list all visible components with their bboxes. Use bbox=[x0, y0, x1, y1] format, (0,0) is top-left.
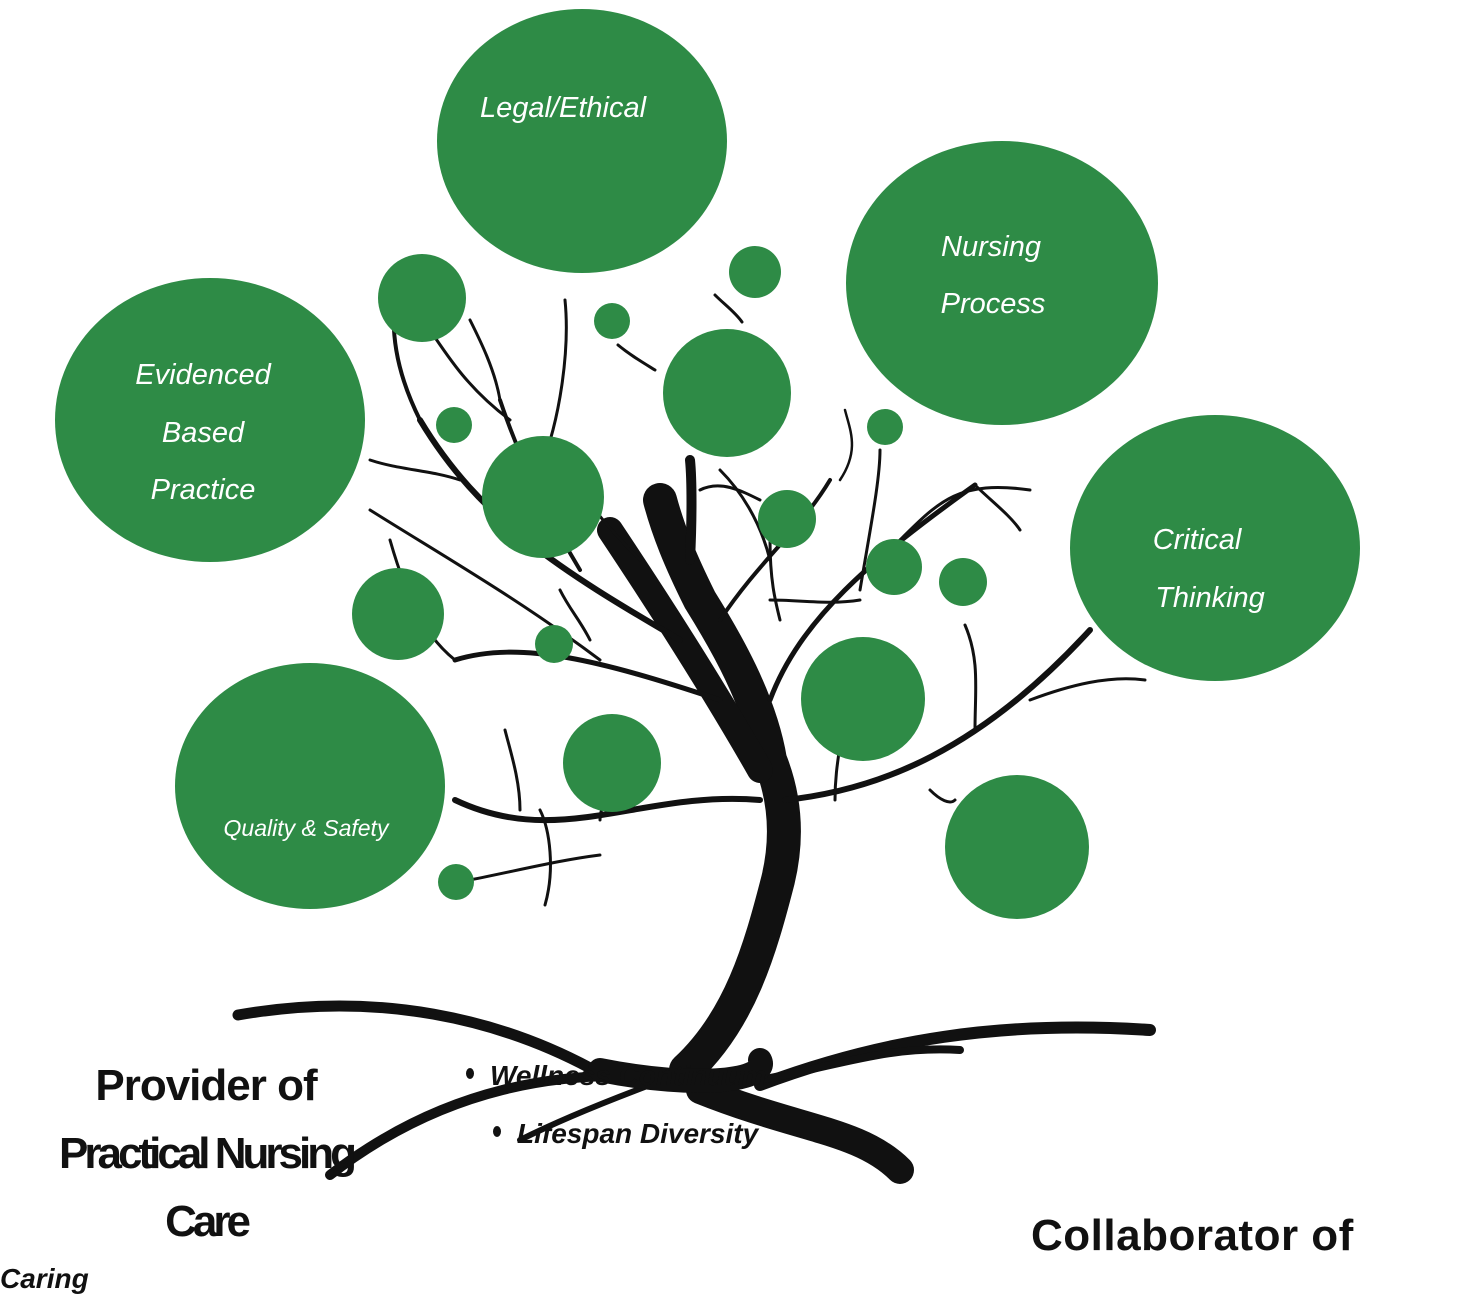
provider-title-line-2: Practical Nursing bbox=[59, 1129, 357, 1178]
tree-trunk bbox=[643, 483, 801, 1087]
leaf-circle-small bbox=[729, 246, 781, 298]
leaf-label-evidenced: Evidenced bbox=[135, 359, 271, 391]
leaf-circle-large bbox=[175, 663, 445, 909]
leaf-circle-medium bbox=[801, 637, 925, 761]
leaf-legal-ethical: Legal/Ethical bbox=[437, 9, 727, 273]
leaf-circle-small bbox=[378, 254, 466, 342]
leaf-label-process: Process bbox=[941, 288, 1046, 320]
leaf-label-practice: Practice bbox=[151, 474, 256, 506]
leaf-circle-small bbox=[594, 303, 630, 339]
leaf-circle-medium bbox=[482, 436, 604, 558]
provider-title-line-3: Care bbox=[165, 1197, 251, 1246]
leaf-circle-large bbox=[1070, 415, 1360, 681]
leaf-nursing-process: Nursing Process bbox=[846, 141, 1158, 425]
tree-trunk-left-fork bbox=[597, 517, 773, 783]
tree-trunk-lower bbox=[588, 1048, 773, 1093]
provider-title: Provider of Practical Nursing Care bbox=[0, 1052, 412, 1256]
leaf-circle-large bbox=[437, 9, 727, 273]
leaf-circle-medium bbox=[352, 568, 444, 660]
leaf-circle-large bbox=[55, 278, 365, 562]
leaf-label-quality-safety: Quality & Safety bbox=[224, 815, 390, 841]
leaf-circle-small bbox=[438, 864, 474, 900]
leaf-label-nursing: Nursing bbox=[941, 231, 1041, 263]
leaf-circle-small bbox=[866, 539, 922, 595]
bullet-dot-icon bbox=[493, 1126, 501, 1137]
leaf-circle-small bbox=[535, 625, 573, 663]
leaf-circle-small bbox=[867, 409, 903, 445]
bullet-text: Wellness Continuum bbox=[490, 1060, 767, 1091]
leaf-label-critical: Critical bbox=[1153, 524, 1243, 556]
bullet-text: Lifespan Diversity bbox=[517, 1118, 759, 1149]
leaf-label-legal-ethical: Legal/Ethical bbox=[480, 92, 648, 124]
leaf-label-based: Based bbox=[162, 417, 245, 449]
bullet-wellness-continuum: Wellness Continuum bbox=[466, 1060, 766, 1092]
leaf-circle-small bbox=[436, 407, 472, 443]
leaf-circle-large bbox=[846, 141, 1158, 425]
caring-label: Caring bbox=[0, 1263, 89, 1294]
leaf-circle-small bbox=[939, 558, 987, 606]
provider-title-line-1: Provider of bbox=[95, 1061, 317, 1110]
leaf-circle-small bbox=[758, 490, 816, 548]
leaf-quality-safety: Quality & Safety bbox=[175, 663, 445, 909]
leaf-circle-medium bbox=[663, 329, 791, 457]
leaf-circle-medium bbox=[563, 714, 661, 812]
leaf-evidenced-based-practice: Evidenced Based Practice bbox=[55, 278, 365, 562]
bullet-dot-icon bbox=[466, 1068, 474, 1079]
decorative-leaves bbox=[352, 246, 1089, 919]
bullet-lifespan-diversity: Lifespan Diversity bbox=[493, 1118, 758, 1150]
collaborator-heading: Collaborator of bbox=[1031, 1211, 1354, 1260]
leaf-label-thinking: Thinking bbox=[1155, 582, 1265, 614]
leaf-critical-thinking: Critical Thinking bbox=[1070, 415, 1360, 681]
leaf-circle-medium bbox=[945, 775, 1089, 919]
